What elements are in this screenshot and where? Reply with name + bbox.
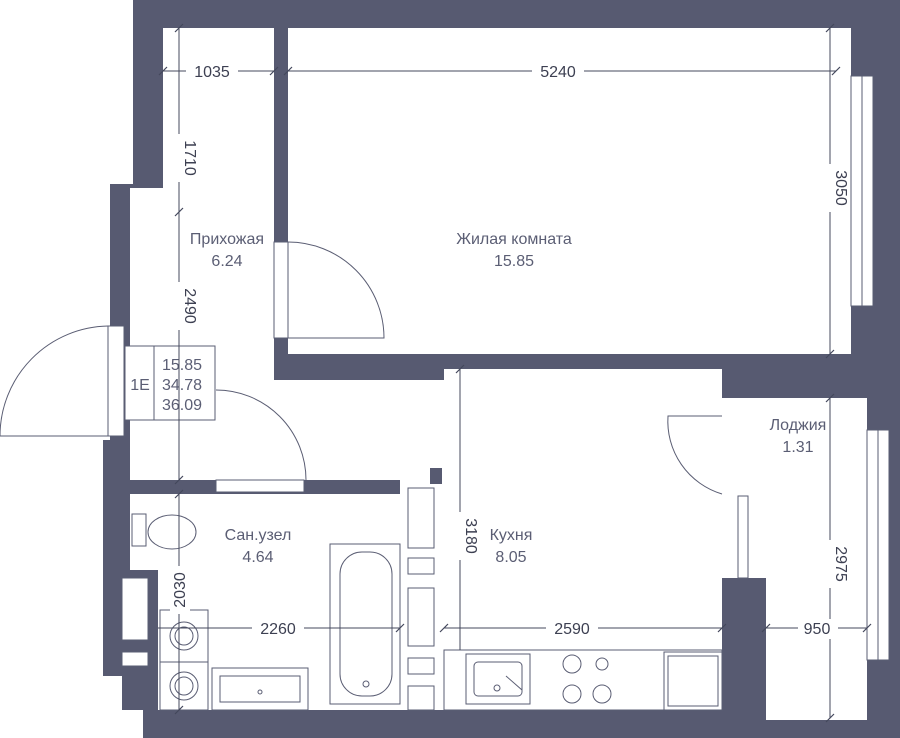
room-hallway-area: 6.24 [211, 253, 242, 270]
door-bath-leaf [215, 479, 305, 493]
cooktop [562, 654, 612, 704]
summary-box [124, 345, 216, 421]
dim-hall-width: 1035 [194, 64, 230, 81]
wall-stub-kitchen-column [430, 468, 442, 484]
room-loggia-floor [766, 398, 867, 720]
dim-kitchen-depth: 3180 [462, 518, 479, 554]
room-interiors [130, 28, 867, 720]
room-living-area: 15.85 [494, 253, 534, 270]
fixtures [121, 487, 723, 711]
dim-bath-width: 2260 [260, 621, 296, 638]
dim-kitchen-width: 2590 [554, 621, 590, 638]
room-bathroom-area: 4.64 [242, 549, 273, 566]
sink [211, 667, 309, 711]
bath-shelf [121, 577, 149, 641]
dim-living-width: 5240 [540, 64, 576, 81]
door-entrance-leaf [107, 325, 125, 437]
room-bathroom-name: Сан.узел [225, 527, 292, 544]
wall-stub-right-top [851, 28, 900, 76]
summary-total-area: 34.78 [162, 377, 202, 394]
door-entrance-swing [0, 325, 109, 437]
dim-hall-upper: 1710 [181, 140, 198, 176]
doors [0, 241, 723, 495]
wall-stubs [430, 28, 900, 484]
window-kitchen-loggia [737, 495, 749, 579]
room-living-name: Жилая комната [456, 231, 572, 248]
door-living-leaf [273, 241, 289, 339]
windows [737, 75, 890, 661]
bath-shelf-small [121, 651, 149, 667]
bathtub [329, 543, 401, 705]
toilet [131, 513, 197, 550]
room-kitchen-name: Кухня [490, 527, 533, 544]
door-loggia-swing [667, 415, 723, 495]
kitchen-counter [443, 649, 723, 711]
washing-machine [159, 609, 209, 711]
room-living-floor [288, 28, 851, 354]
dim-hall-lower: 2490 [181, 288, 198, 324]
summary-total-with-loggia: 36.09 [162, 397, 202, 414]
dim-loggia-width: 950 [804, 621, 831, 638]
room-hallway-name: Прихожая [190, 231, 264, 248]
summary-living-area: 15.85 [162, 357, 202, 374]
room-labels: Жилая комната 15.85 Прихожая 6.24 Сан.уз… [190, 231, 826, 566]
wall-stub-right-mid [851, 306, 900, 398]
apartment-type: 1Е [130, 377, 150, 394]
room-loggia-name: Лоджия [770, 417, 827, 434]
dim-loggia-depth: 2975 [832, 546, 849, 582]
dimension-labels: 1035 5240 3050 1710 2490 3180 2260 2030 … [170, 62, 849, 639]
door-living-swing [287, 241, 385, 339]
dim-bath-depth: 2030 [172, 572, 189, 608]
dim-living-depth: 3050 [832, 170, 849, 206]
door-bath-swing [215, 389, 307, 481]
room-loggia-area: 1.31 [782, 439, 813, 456]
kitchen-storage [407, 487, 435, 711]
area-summary: 1Е 15.85 34.78 36.09 [124, 345, 216, 421]
room-kitchen-area: 8.05 [495, 549, 526, 566]
